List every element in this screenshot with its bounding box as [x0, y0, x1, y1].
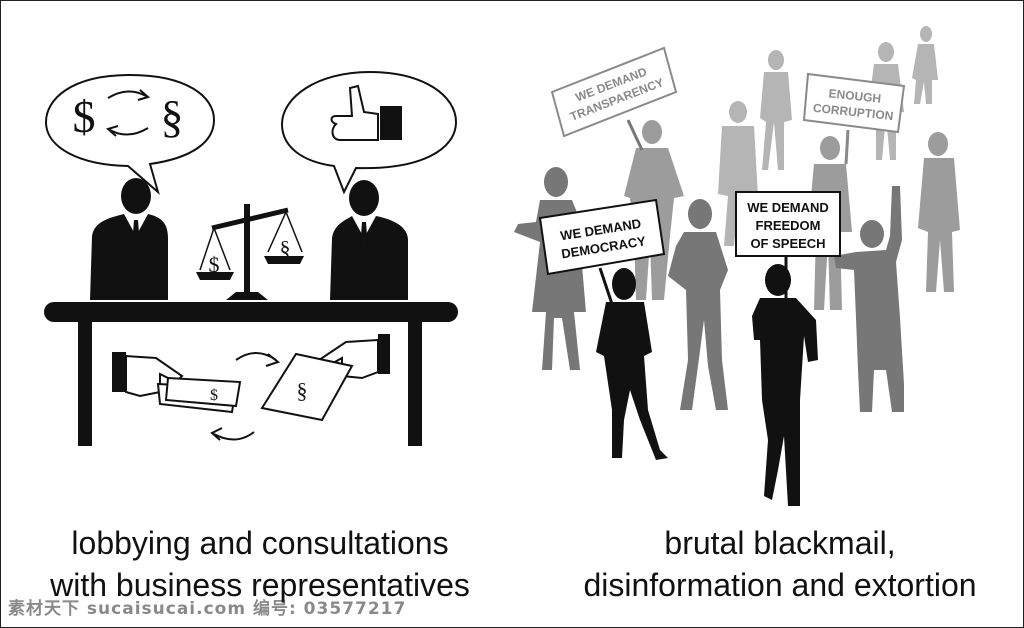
person-silhouette [918, 132, 960, 292]
speech-bubble-left-icon: $ § [44, 73, 216, 195]
speech-bubble-right-icon [280, 70, 458, 195]
document-paragraph: § [297, 378, 308, 403]
caption-left-line1: lobbying and consultations [71, 525, 449, 561]
sign-posts [598, 119, 850, 305]
caption-right-line2: disinformation and extortion [583, 567, 977, 603]
caption-right-line1: brutal blackmail, [664, 525, 896, 561]
thumbs-up-icon [330, 84, 402, 141]
protest-sign-corruption: ENOUGH CORRUPTION [802, 72, 906, 134]
person-silhouette [668, 199, 728, 410]
sign-text-line2: FREEDOM [756, 218, 821, 233]
caption-left: lobbying and consultations with business… [0, 522, 520, 606]
table [44, 302, 458, 446]
arrows-cycle-icon [105, 89, 151, 137]
person-silhouette [752, 264, 818, 506]
scale-dollar: $ [209, 252, 220, 277]
businessman-left [90, 178, 168, 300]
protest-scene: WE DEMAND TRANSPARENCY ENOUGH CORRUPTION… [514, 26, 960, 506]
protest-sign-transparency: WE DEMAND TRANSPARENCY [550, 46, 678, 138]
protest-sign-democracy: WE DEMAND DEMOCRACY [538, 198, 666, 276]
scale-paragraph: § [280, 236, 291, 261]
businessman-right [330, 180, 408, 300]
exchange-arrows-icon [210, 352, 281, 441]
money-dollar: $ [210, 387, 218, 404]
hand-money-icon: $ [112, 352, 242, 414]
person-silhouette [834, 186, 904, 412]
lobbying-scene: $ § [44, 70, 458, 446]
sign-text-line3: OF SPEECH [750, 236, 825, 251]
hand-document-icon: § [260, 334, 390, 422]
crowd-foreground [596, 264, 818, 506]
person-silhouette [596, 268, 668, 460]
caption-left-line2: with business representatives [50, 567, 470, 603]
sign-text-line1: ENOUGH [828, 86, 882, 105]
paragraph-symbol: § [161, 91, 184, 142]
balance-scale-icon: $ § [196, 204, 304, 300]
sign-text-line1: WE DEMAND [747, 200, 829, 215]
caption-right: brutal blackmail, disinformation and ext… [520, 522, 1024, 606]
person-silhouette [760, 50, 792, 170]
person-silhouette [912, 26, 938, 104]
protest-sign-freedom-of-speech: WE DEMAND FREEDOM OF SPEECH [735, 191, 841, 257]
dollar-symbol: $ [73, 91, 96, 142]
watermark: 素材天下 sucaisucai.com 编号: 03577217 [8, 599, 407, 619]
